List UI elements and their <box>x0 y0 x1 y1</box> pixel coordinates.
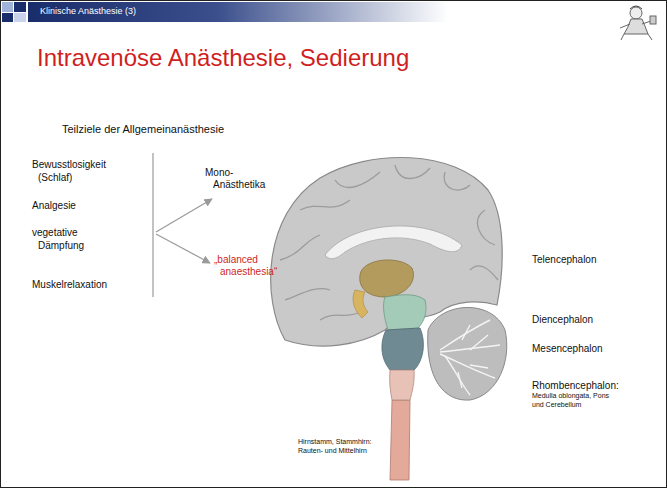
arrow-line <box>156 199 212 232</box>
subheading: Teilziele der Allgemeinanästhesie <box>62 122 224 136</box>
header-squares <box>2 2 26 22</box>
brain-part-label: Telencephalon <box>532 253 597 266</box>
slide-title: Intravenöse Anästhesie, Sedierung <box>37 44 409 72</box>
goal-item: Bewusstlosigkeit (Schlaf) <box>32 158 133 184</box>
brain-illustration <box>271 157 507 480</box>
arrow-line <box>156 234 210 263</box>
brain-part-label: Rhombencephalon: <box>532 379 619 392</box>
brain-part-label: Mesencephalon <box>532 342 603 355</box>
bracket-line <box>152 153 153 297</box>
goal-item: Muskelrelaxation <box>32 278 107 291</box>
method-label: „balanced anaesthesia“ <box>214 254 298 278</box>
brain-part-note: Medulla oblongata, Pons und Cerebellum <box>532 392 614 409</box>
goal-item: vegetative Dämpfung <box>32 227 110 252</box>
header-bar <box>28 2 448 22</box>
goal-item: Analgesie <box>32 199 76 212</box>
header-text: Klinische Anästhesie (3) <box>40 6 136 17</box>
brain-part-label: Diencephalon <box>532 313 593 326</box>
cartoon-figure <box>620 6 656 40</box>
brain-part-note: Hirnstamm, Stammhirn: Rauten- und Mittel… <box>298 438 382 455</box>
method-label: Mono- Anästhetika <box>205 167 277 191</box>
